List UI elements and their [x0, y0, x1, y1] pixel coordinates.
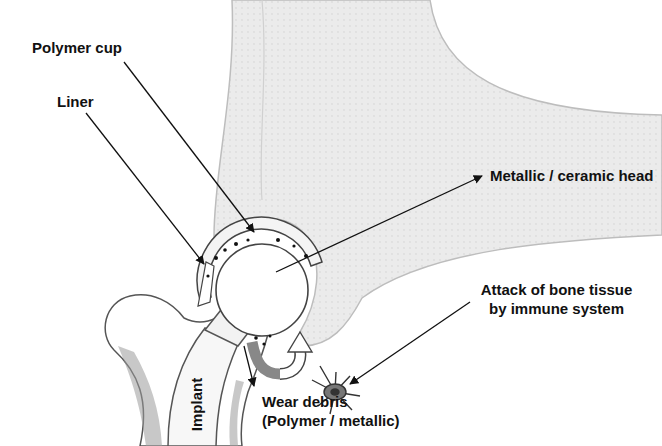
debris-dot — [269, 335, 272, 338]
cancellous-bone — [118, 346, 162, 446]
wear-debris-dots — [206, 238, 308, 350]
part-label: Wear debris (Polymer / metallic) — [262, 392, 407, 430]
debris-dot — [254, 336, 258, 340]
leader-line — [244, 346, 254, 386]
debris-dot — [214, 256, 218, 260]
debris-dot — [292, 244, 295, 247]
leader-line — [86, 113, 204, 264]
debris-dot — [262, 342, 265, 345]
liner — [198, 262, 214, 306]
pelvis-contour — [261, 0, 264, 200]
part-label: Liner — [57, 92, 94, 111]
implant-label: Implant — [187, 365, 206, 445]
part-label: Polymer cup — [32, 38, 122, 57]
return-arrowhead — [288, 332, 312, 352]
femoral-head — [216, 244, 308, 336]
leader-line — [276, 176, 482, 272]
leader-line — [124, 62, 254, 232]
implant-stem — [168, 328, 238, 446]
debris-dot — [246, 238, 249, 241]
part-label: Metallic / ceramic head — [490, 166, 653, 185]
debris-dot — [234, 242, 238, 246]
cancellous-bone — [229, 380, 244, 446]
debris-path-band — [252, 342, 280, 374]
pelvis-bone — [214, 0, 662, 346]
leader-line — [350, 302, 470, 384]
process-label: Attack of bone tissue by immune system — [474, 280, 639, 318]
return-band — [280, 350, 300, 374]
return-band-outline — [280, 350, 300, 374]
debris-dot — [206, 274, 209, 277]
debris-dot — [276, 238, 280, 242]
debris-dot — [223, 248, 227, 252]
